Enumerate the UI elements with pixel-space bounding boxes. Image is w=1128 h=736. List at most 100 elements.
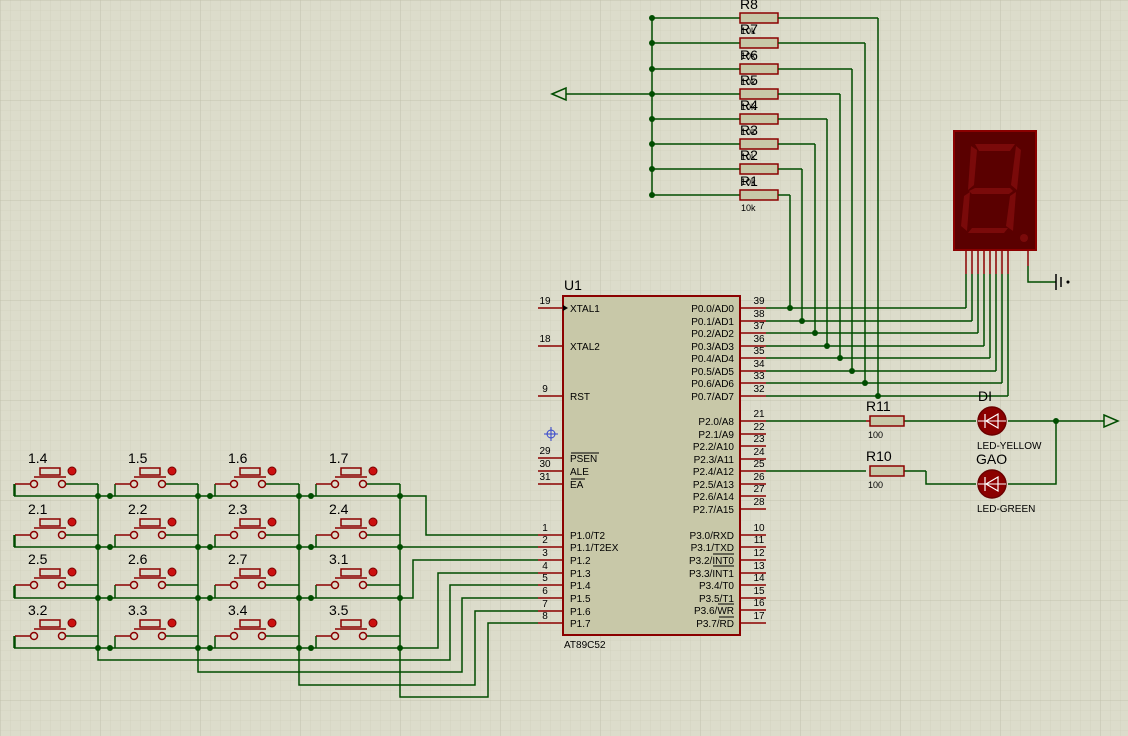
- keypad-button[interactable]: [14, 567, 98, 598]
- pin-name: PSEN: [570, 454, 597, 465]
- keypad-button[interactable]: [315, 466, 400, 496]
- keypad-button[interactable]: [315, 618, 400, 648]
- pin-name: P2.1/A9: [698, 430, 734, 441]
- keypad-label: 2.7: [228, 551, 248, 567]
- pin-number: 2: [542, 535, 548, 546]
- pin-number: 25: [753, 459, 765, 470]
- keypad-button[interactable]: [114, 466, 198, 496]
- pin-number: 39: [753, 296, 765, 307]
- pin-name: P3.1/TXD: [691, 543, 734, 554]
- keypad-label: 3.3: [128, 602, 148, 618]
- seven-segment-display[interactable]: [953, 130, 1037, 274]
- pullup-resistor[interactable]: [652, 37, 865, 49]
- pullup-ref: R6: [740, 47, 758, 63]
- pullup-resistor[interactable]: [652, 163, 802, 175]
- r10-ref: R10: [866, 448, 892, 464]
- pin-name: P3.5/T1: [699, 594, 734, 605]
- pin-number: 7: [542, 599, 548, 610]
- junction-dot: [862, 380, 868, 386]
- keypad-button[interactable]: [315, 517, 400, 547]
- pin-number: 22: [753, 422, 765, 433]
- ground-symbol: [1027, 266, 1070, 290]
- resistor-r10[interactable]: [869, 465, 905, 477]
- keypad-label: 2.6: [128, 551, 148, 567]
- junction-dot: [649, 116, 655, 122]
- keypad-label: 1.7: [329, 450, 349, 466]
- pullup-network: [566, 18, 653, 195]
- pin-name: EA: [570, 480, 584, 491]
- pullup-ref: R3: [740, 122, 758, 138]
- key-indicator-icon: [67, 466, 77, 476]
- pin-name: P1.4: [570, 581, 591, 592]
- keypad-button[interactable]: [214, 466, 299, 496]
- keypad-button[interactable]: [214, 517, 299, 547]
- pin-number: 18: [539, 334, 551, 345]
- keypad-button[interactable]: [214, 567, 299, 598]
- pullup-value: 10k: [741, 152, 756, 162]
- pullup-ref: R7: [740, 21, 758, 37]
- pin-number: 30: [539, 459, 551, 470]
- pin-name: P1.2: [570, 556, 591, 567]
- mcu-u1[interactable]: [562, 295, 741, 636]
- pin-number: 34: [753, 359, 765, 370]
- pin-number: 38: [753, 309, 765, 320]
- pin-number: 5: [542, 573, 548, 584]
- junction-dot: [649, 91, 655, 97]
- pullup-ref: R8: [740, 0, 758, 12]
- pullup-value: 10k: [741, 26, 756, 36]
- keypad-button[interactable]: [214, 618, 299, 648]
- keypad-button[interactable]: [315, 567, 400, 598]
- led-gao-part: LED-GREEN: [977, 504, 1035, 515]
- pullup-resistor[interactable]: [652, 12, 878, 24]
- led-green[interactable]: [977, 469, 1007, 499]
- keypad-label: 2.3: [228, 501, 248, 517]
- pin-name: P0.3/AD3: [691, 342, 734, 353]
- junction-dot: [1053, 418, 1059, 424]
- pin-number: 28: [753, 497, 765, 508]
- keypad-button[interactable]: [14, 517, 98, 547]
- pin-name: P3.6/WR: [694, 606, 734, 617]
- pin-number: 10: [753, 523, 765, 534]
- keypad-button[interactable]: [14, 618, 98, 648]
- pin-overbars: [571, 452, 734, 618]
- pullup-ref: R2: [740, 147, 758, 163]
- pullup-value: 10k: [741, 102, 756, 112]
- pin-number: 24: [753, 447, 765, 458]
- terminal-arrow-left[interactable]: [550, 86, 567, 102]
- keypad-button[interactable]: [114, 567, 198, 598]
- pin-number: 19: [539, 296, 551, 307]
- pullup-resistor[interactable]: [652, 63, 852, 75]
- keypad-label: 1.5: [128, 450, 148, 466]
- cursor-crosshair-icon: [544, 427, 558, 441]
- pullup-resistor[interactable]: [652, 113, 827, 125]
- r11-ref: R11: [866, 398, 891, 414]
- pin-number: 3: [542, 548, 548, 559]
- pin-number: 17: [753, 611, 765, 622]
- terminal-arrow-right[interactable]: [1103, 413, 1120, 429]
- keypad-label: 3.5: [329, 602, 349, 618]
- pullup-resistor[interactable]: [652, 189, 790, 201]
- pullup-resistor[interactable]: [652, 138, 815, 150]
- key-indicator-icon: [267, 567, 277, 577]
- keypad-button[interactable]: [14, 466, 98, 496]
- pin-number: 9: [542, 384, 548, 395]
- r11-value: 100: [868, 430, 883, 440]
- pullup-resistor[interactable]: [652, 88, 840, 100]
- keypad-button[interactable]: [114, 618, 198, 648]
- pin-name: P3.4/T0: [699, 581, 734, 592]
- junction-dot: [95, 645, 101, 651]
- keypad-label: 1.4: [28, 450, 48, 466]
- pin-name: P1.7: [570, 619, 591, 630]
- pullup-value: 10k: [741, 177, 756, 187]
- pin-number: 6: [542, 586, 548, 597]
- keypad-label: 2.5: [28, 551, 48, 567]
- keypad-label: 1.6: [228, 450, 248, 466]
- pin-name: RST: [570, 392, 590, 403]
- pin-number: 13: [753, 561, 765, 572]
- keypad-button[interactable]: [114, 517, 198, 547]
- led-yellow[interactable]: [977, 406, 1007, 436]
- resistor-r11[interactable]: [866, 415, 905, 427]
- junction-dot: [296, 493, 302, 499]
